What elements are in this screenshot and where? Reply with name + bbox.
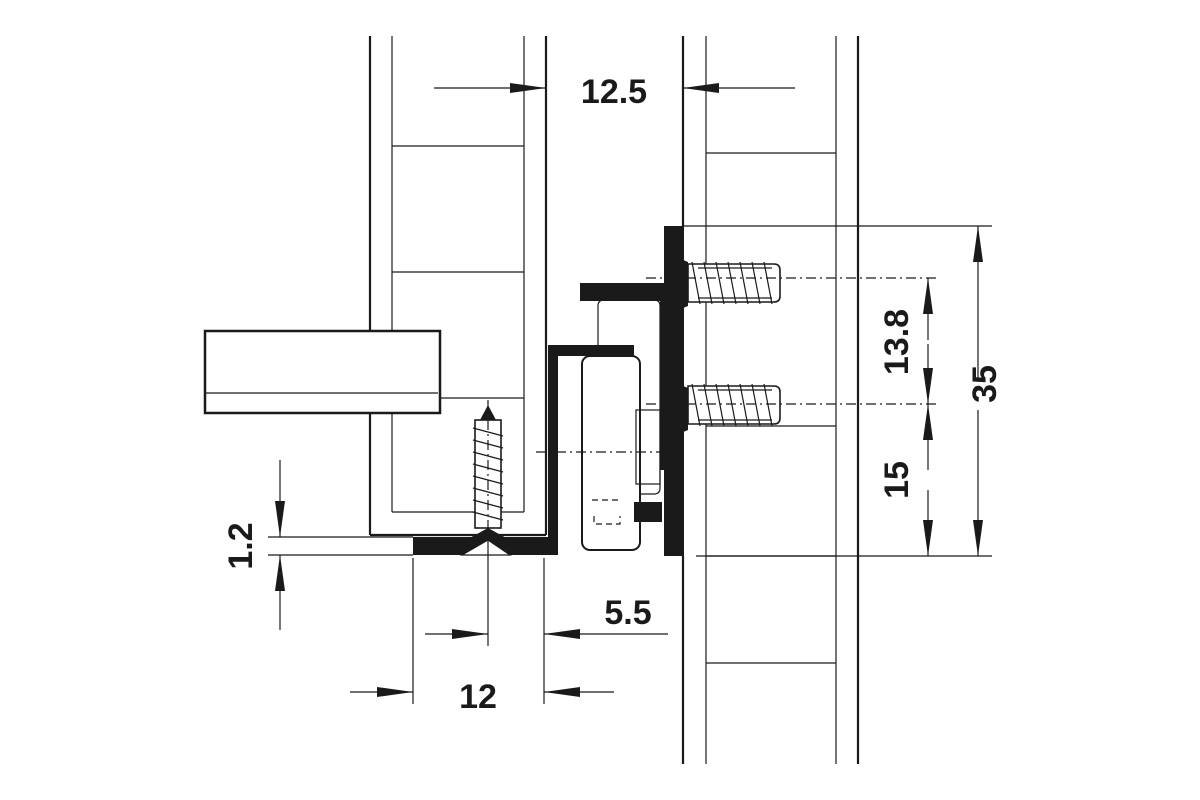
dim-side-offset-label: 5.5 (604, 594, 651, 632)
dim-total-height-label: 35 (966, 365, 1004, 403)
drawer-bottom-panel (203, 329, 442, 415)
dim-right-extension-lines (684, 225, 992, 557)
lower-mounting-screw (664, 378, 781, 440)
dim-bottom-width: 12 (350, 678, 614, 716)
dim-top-gap-label: 12.5 (581, 73, 647, 111)
dim-side-offset: 5.5 (425, 594, 668, 639)
runner-profile (413, 226, 684, 556)
upper-mounting-screw (664, 252, 781, 316)
dim-lower-offset: 15 (878, 404, 933, 556)
dim-lower-offset-label: 15 (878, 461, 916, 499)
dim-mount-pitch: 13.8 (878, 278, 933, 404)
drawer-side-panel (368, 36, 548, 537)
dim-total-height: 35 (966, 226, 1004, 556)
dim-bottom-width-label: 12 (459, 678, 497, 716)
dim-top-gap: 12.5 (434, 73, 795, 111)
dim-bottom-thickness-label: 1.2 (222, 522, 260, 569)
center-lines (487, 277, 940, 548)
dim-bottom-thickness: 1.2 (222, 460, 413, 630)
dim-mount-pitch-label: 13.8 (878, 309, 916, 375)
